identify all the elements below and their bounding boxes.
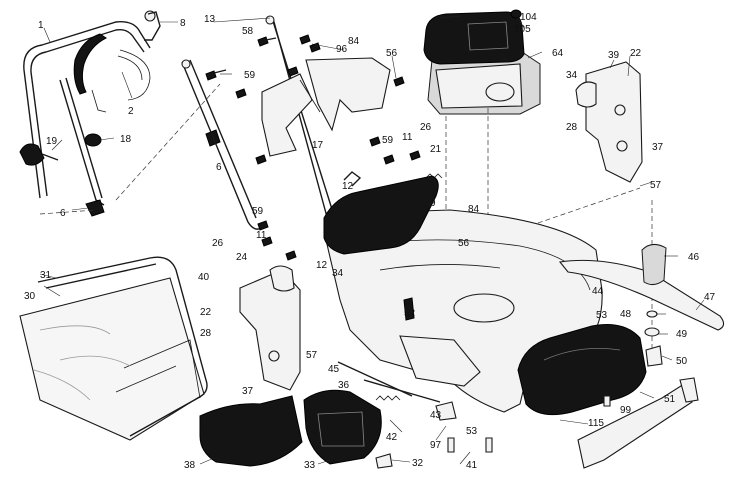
part-label-2: 2 [128, 106, 134, 117]
part-label-18: 18 [120, 134, 132, 145]
part-label-38: 38 [184, 460, 196, 471]
part-label-21: 21 [430, 144, 442, 155]
part-label-33: 33 [304, 460, 316, 471]
part-label-9: 9 [430, 198, 436, 209]
part-label-22: 22 [630, 48, 642, 59]
cable-and-bail [73, 11, 161, 113]
part-label-105: 105 [514, 24, 531, 35]
wheel-bracket-left [239, 265, 301, 391]
part-label-26: 26 [212, 238, 224, 249]
part-label-11: 11 [402, 132, 413, 143]
part-label-99: 99 [620, 405, 632, 416]
part-label-51: 51 [664, 394, 676, 405]
part-label-37: 37 [242, 386, 254, 397]
part-label-37: 37 [652, 142, 664, 153]
rear-door-bracket [261, 57, 391, 157]
part-label-57: 57 [650, 180, 662, 191]
part-label-12: 12 [316, 260, 328, 271]
part-label-28: 28 [200, 328, 212, 339]
hardware-bolts [205, 34, 421, 261]
part-label-30: 30 [24, 291, 36, 302]
part-label-48: 48 [620, 309, 632, 320]
upper-handle [23, 10, 156, 206]
leader-lines [39, 15, 705, 465]
part-label-11: 11 [256, 230, 267, 241]
deck-shroud [323, 175, 439, 255]
part-label-19: 19 [46, 136, 58, 147]
part-label-42: 42 [386, 432, 398, 443]
part-label-41: 41 [466, 460, 478, 471]
part-label-44: 44 [592, 286, 604, 297]
part-label-1: 1 [38, 20, 44, 31]
part-label-31: 31 [40, 270, 52, 281]
part-label-84: 84 [468, 204, 480, 215]
part-label-59: 59 [382, 135, 394, 146]
part-label-40: 40 [198, 272, 210, 283]
part-label-6: 6 [60, 208, 66, 219]
part-label-53: 53 [466, 426, 478, 437]
part-label-22: 22 [200, 307, 212, 318]
part-label-64: 64 [552, 48, 564, 59]
part-label-8: 8 [180, 18, 186, 29]
grass-bag [19, 256, 208, 441]
part-label-46: 46 [688, 252, 700, 263]
part-label-12: 12 [342, 181, 354, 192]
blade-assembly [558, 244, 725, 367]
part-label-34: 34 [332, 268, 344, 279]
part-label-50: 50 [676, 356, 688, 367]
part-label-36: 36 [338, 380, 350, 391]
part-label-97: 97 [430, 440, 442, 451]
part-label-52: 52 [404, 308, 416, 319]
part-label-43: 43 [430, 410, 442, 421]
front-baffle [577, 377, 699, 469]
part-label-53: 53 [596, 310, 608, 321]
rear-flap [199, 389, 393, 469]
part-label-115: 115 [588, 418, 604, 429]
part-label-104: 104 [520, 12, 537, 23]
part-label-96: 96 [336, 44, 348, 55]
part-label-84: 84 [348, 36, 360, 47]
part-label-49: 49 [676, 329, 688, 340]
part-label-24: 24 [236, 252, 248, 263]
part-label-32: 32 [412, 458, 424, 469]
rear-axle-parts [337, 361, 611, 453]
part-label-47: 47 [704, 292, 716, 303]
part-label-26: 26 [420, 122, 432, 133]
part-label-45: 45 [328, 364, 340, 375]
rear-cover [517, 324, 647, 416]
wheel-bracket-right [575, 61, 643, 183]
part-label-6: 6 [216, 162, 222, 173]
part-label-56: 56 [386, 48, 398, 59]
part-label-59: 59 [244, 70, 256, 81]
mower-deck [325, 209, 603, 413]
part-label-56: 56 [458, 238, 470, 249]
part-label-34: 34 [566, 70, 578, 81]
part-label-13: 13 [204, 14, 216, 25]
engine [423, 9, 541, 115]
part-label-57: 57 [306, 350, 318, 361]
part-label-58: 58 [242, 26, 254, 37]
part-label-39: 39 [608, 50, 620, 61]
part-label-17: 17 [312, 140, 324, 151]
part-label-28: 28 [566, 122, 578, 133]
part-label-59: 59 [252, 206, 264, 217]
